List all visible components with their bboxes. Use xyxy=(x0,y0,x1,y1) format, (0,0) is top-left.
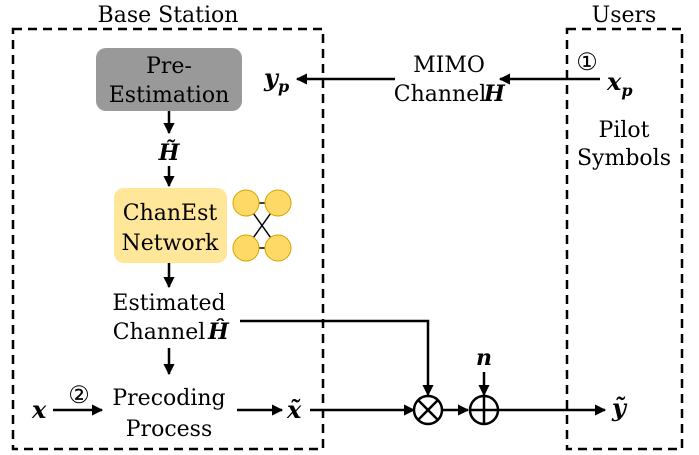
base-station-title: Base Station xyxy=(98,3,239,28)
base-station-box xyxy=(11,27,325,451)
pre-estimation-block xyxy=(96,48,242,111)
chanest-label-line2: Network xyxy=(121,231,219,256)
users-title: Users xyxy=(592,3,657,28)
n-symbol: n xyxy=(476,345,492,371)
chanest-network-block xyxy=(114,188,227,263)
mimo-label-line2: Channel xyxy=(394,82,487,107)
h-hat-symbol: Ĥ xyxy=(207,318,230,345)
chanest-label-line1: ChanEst xyxy=(123,201,218,226)
pre-estimation-label-line1: Pre- xyxy=(146,54,192,79)
pre-estimation-label-line2: Estimation xyxy=(109,83,230,108)
neural-network-icon xyxy=(232,189,292,262)
precoding-label-line1: Precoding xyxy=(112,386,225,411)
xp-symbol: xp xyxy=(606,67,633,100)
estimated-label-line2: Channel xyxy=(113,320,206,345)
users-box xyxy=(565,27,684,451)
mimo-label-line1: MIMO xyxy=(413,53,485,78)
pilot-label-line2: Symbols xyxy=(577,146,671,171)
step-2-marker: ② xyxy=(68,381,90,409)
x-symbol: x xyxy=(31,395,47,424)
channel-H-symbol: H xyxy=(483,81,506,107)
y-tilde-symbol: ỹ xyxy=(611,393,628,422)
precoding-label-line2: Process xyxy=(126,417,213,442)
yp-symbol: yp xyxy=(263,63,289,96)
step-1-marker: ① xyxy=(576,48,598,76)
pilot-label-line1: Pilot xyxy=(599,118,650,143)
estimated-label-line1: Estimated xyxy=(112,291,225,316)
x-tilde-symbol: x̃ xyxy=(286,395,302,424)
adder-symbol xyxy=(468,394,500,426)
h-hat-to-multiplier-arrow xyxy=(240,319,434,397)
multiplier-symbol xyxy=(412,394,444,426)
h-tilde-symbol: H̃ xyxy=(158,140,181,166)
